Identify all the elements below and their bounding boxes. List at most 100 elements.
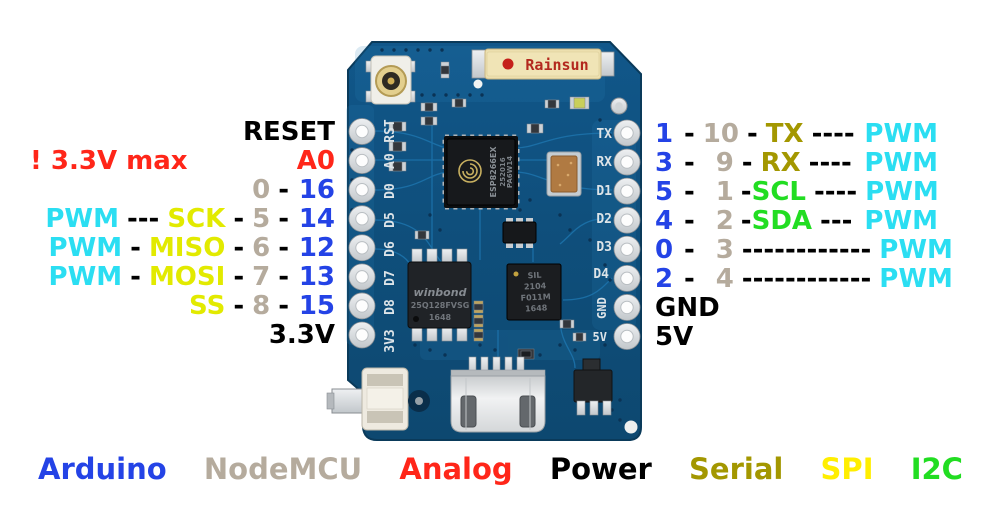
mount-hole-center <box>615 102 623 110</box>
pin-label-segment: A0 <box>296 145 335 176</box>
esp-marking-1: ESP8266EX <box>489 146 498 198</box>
silk-d8: D8 <box>383 299 398 315</box>
pin-row-right: 4-2-SDA---PWM <box>655 205 938 236</box>
board-photo: Rainsun ESP8266EX 252016 PA6W14 <box>326 41 642 441</box>
silk-3v3: 3V3 <box>383 329 398 352</box>
pin-label-segment: 1 <box>655 118 674 149</box>
pin-label-segment: 5 <box>252 203 271 234</box>
esp8266-chip: ESP8266EX 252016 PA6W14 <box>442 134 520 210</box>
usb-connector[interactable] <box>450 356 546 433</box>
usb-chip-line: 2104 <box>524 281 547 291</box>
pin-hole-center <box>620 213 634 227</box>
pin-label-segment: 5V <box>655 321 694 352</box>
pin-label-segment: PWM <box>48 232 123 263</box>
pin-label-segment: PWM <box>879 263 953 294</box>
pin-label-segment: 9 <box>715 147 734 178</box>
pin-label-segment: - <box>233 261 245 292</box>
reset-button[interactable] <box>326 367 409 431</box>
silk-rst: RST <box>383 119 398 143</box>
usb-chip-line: 1648 <box>525 303 548 313</box>
pin-label-segment: SS <box>189 290 226 321</box>
pin-label-segment: 3.3V <box>268 319 335 350</box>
pin-label-segment: 0 <box>655 234 674 265</box>
pin-label-segment: SDA <box>751 205 813 236</box>
hole-ring-center <box>415 397 423 405</box>
pin-label-segment: PWM <box>864 118 938 149</box>
legend-item: Serial <box>689 452 784 486</box>
pin-label-segment: 2 <box>655 263 674 294</box>
pin-label-segment: - <box>278 290 289 321</box>
voltage-regulator <box>573 358 613 416</box>
flash-part: 25Q128FVSG <box>411 301 470 310</box>
pin-label-segment: PWM <box>865 176 939 207</box>
silk-d1: D1 <box>596 184 612 199</box>
pin-label-segment: - <box>278 232 289 263</box>
pin-label-segment: 2 <box>715 205 734 236</box>
pin-label-segment: 4 <box>655 205 674 236</box>
legend-item: Power <box>549 452 652 486</box>
flash-brand: winbond <box>414 286 467 299</box>
pin-row-left: 0-16 <box>30 174 335 205</box>
pin-row-right: GND <box>655 293 938 323</box>
pin-label-segment: 16 <box>298 174 335 205</box>
legend-item: I2C <box>910 452 963 486</box>
pin-label-segment: 5 <box>655 176 674 207</box>
led <box>569 96 590 110</box>
pin-label-segment: ! 3.3V max <box>30 145 188 176</box>
pin-label-segment: - <box>741 147 753 178</box>
pin-row-left: 3.3V <box>30 319 335 350</box>
silk-d0: D0 <box>383 183 398 199</box>
small-ic <box>502 218 537 248</box>
pin-label-segment: PWM <box>48 261 123 292</box>
usb-chip-line: SIL <box>527 271 541 281</box>
pin-label-segment: - <box>278 203 289 234</box>
pin-label-segment: - <box>233 203 245 234</box>
pin-label-segment: - <box>684 234 695 265</box>
passive-components <box>388 61 590 360</box>
pin-hole-center <box>355 212 369 226</box>
pin-label-segment: 4 <box>715 263 734 294</box>
pin-label-segment: PWM <box>45 203 119 234</box>
crystal-oscillator <box>546 151 582 197</box>
pin-row-right: 3-9-RX----PWM <box>655 147 938 178</box>
pin-label-segment: 3 <box>715 234 734 265</box>
silk-d5: D5 <box>383 212 398 228</box>
silk-gnd: GND <box>595 297 609 319</box>
pin-label-segment: - <box>684 205 695 236</box>
pin-label-segment: 13 <box>298 261 335 292</box>
pin-label-segment: - <box>130 261 141 292</box>
pin-label-segment: - <box>684 147 695 178</box>
pin-hole-center <box>355 328 369 342</box>
pin-label-segment: TX <box>765 118 804 149</box>
ufl-antenna-connector <box>365 55 416 105</box>
pin-label-segment: - <box>278 261 289 292</box>
corner-dot <box>624 420 638 434</box>
pin-row-left: PWM-MISO-6-12 <box>30 232 335 263</box>
pin-label-segment: - <box>278 174 289 205</box>
usb-chip-line: F011M <box>520 292 551 303</box>
pin-label-segment: - <box>684 176 695 207</box>
pin-label-segment: 12 <box>298 232 335 263</box>
pin-row-right: 2-4------------PWM <box>655 263 953 294</box>
pin-row-right: 0-3------------PWM <box>655 234 953 265</box>
pin-label-segment: - <box>233 232 245 263</box>
pin-row-right: 5-1-SCL----PWM <box>655 176 939 207</box>
esp-marking-2: 252016 <box>499 157 507 186</box>
silk-rx: RX <box>596 155 612 170</box>
pin-hole-center <box>620 271 634 286</box>
pin-label-segment: ---- <box>813 176 858 207</box>
pin-row-left: PWM-MOSI-7-13 <box>30 261 335 292</box>
pin-hole-center <box>355 182 369 197</box>
silk-d6: D6 <box>383 241 398 257</box>
pin-hole-center <box>355 270 369 284</box>
legend-item: NodeMCU <box>203 452 363 486</box>
pin-label-segment: PWM <box>864 147 938 178</box>
pin-label-segment: - <box>233 290 245 321</box>
pin-label-segment: - <box>684 118 695 149</box>
pin-hole-center <box>620 329 634 344</box>
pin-label-segment: --- <box>126 203 160 234</box>
pin-label-segment: RESET <box>242 116 335 147</box>
pin-label-segment: ---- <box>808 147 852 178</box>
pin-label-segment: 7 <box>252 261 271 292</box>
